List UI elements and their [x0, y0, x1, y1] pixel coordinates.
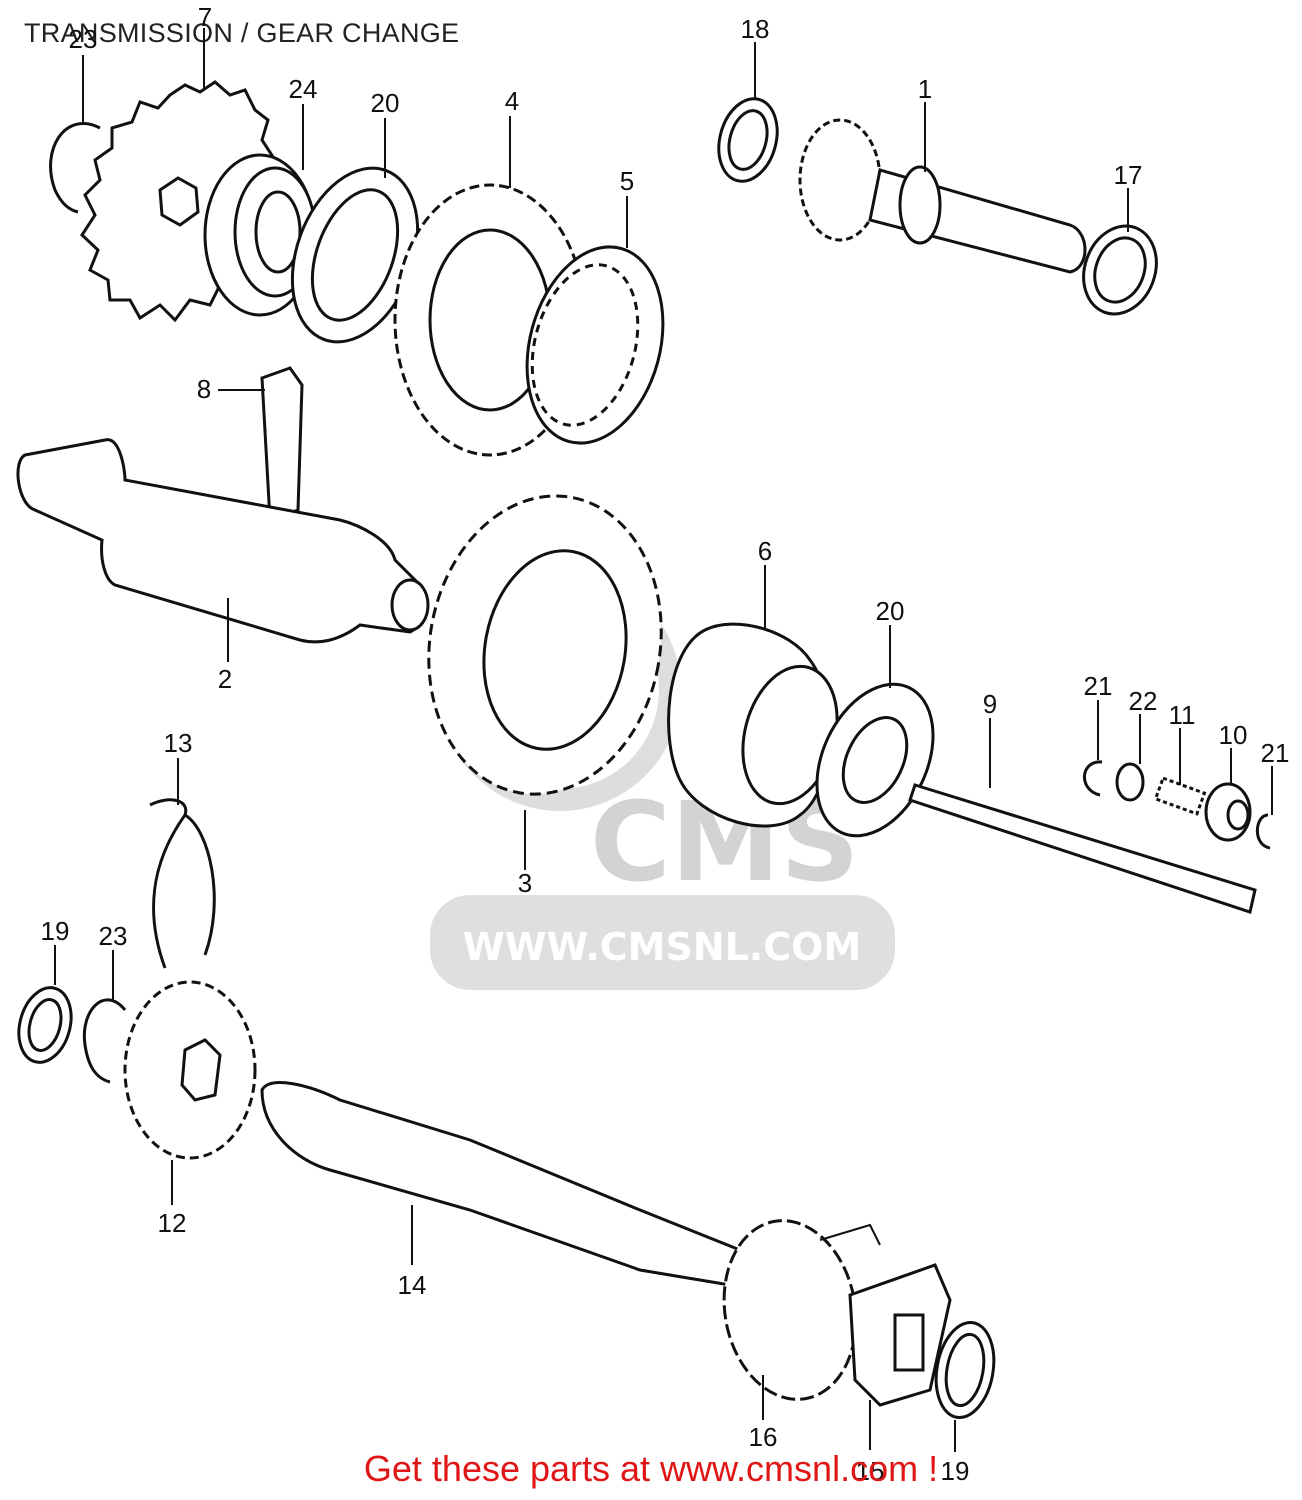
callout-19-right: 19 [941, 1456, 970, 1486]
part-23-circlip-lower [82, 998, 127, 1084]
part-18-washer [717, 97, 779, 183]
callout-22: 22 [1129, 686, 1158, 716]
callout-21-left: 21 [1084, 671, 1113, 701]
callout-15: 15 [856, 1456, 885, 1486]
part-20-washer-middle [815, 682, 935, 838]
part-17-washer [1082, 224, 1158, 316]
part-9-shaft [908, 783, 1257, 914]
callout-24: 24 [289, 74, 318, 104]
part-14-kick-shaft [260, 1081, 742, 1287]
callout-4: 4 [505, 86, 519, 116]
part-12-small-gear [123, 980, 257, 1160]
cms-watermark: CMS WWW.CMSNL.COM [430, 569, 895, 990]
callout-5: 5 [620, 166, 634, 196]
part-19-washer-right [934, 1320, 996, 1420]
callout-23-top: 23 [69, 24, 98, 54]
callout-12: 12 [158, 1208, 187, 1238]
part-21-clip-right [1255, 813, 1271, 850]
callout-labels: 23 7 24 20 4 5 18 1 17 8 2 6 20 9 21 22 … [41, 2, 1290, 1486]
part-10-cap [1204, 782, 1252, 842]
callout-7: 7 [198, 2, 212, 32]
callout-14: 14 [398, 1270, 427, 1300]
part-20-washer-top [290, 166, 420, 344]
callout-20-top: 20 [371, 88, 400, 118]
part-3-large-gear [427, 494, 663, 796]
part-5-bush [525, 245, 665, 445]
part-11-spring [1153, 776, 1207, 816]
callout-17: 17 [1114, 160, 1143, 190]
part-1-main-shaft [798, 118, 1087, 274]
part-23-circlip-top [49, 122, 101, 214]
footer-link-text[interactable]: Get these parts at www.cmsnl.com ! [363, 1448, 939, 1489]
callout-20-middle: 20 [876, 596, 905, 626]
leader-lines [54, 28, 1273, 1452]
watermark-url-text: WWW.CMSNL.COM [463, 925, 862, 969]
part-21-clip-left [1083, 760, 1103, 797]
callout-23-lower: 23 [99, 921, 128, 951]
callout-1: 1 [918, 74, 932, 104]
part-8-pin [260, 366, 304, 523]
callout-16: 16 [749, 1422, 778, 1452]
callout-3: 3 [518, 868, 532, 898]
part-6-bush [667, 622, 839, 828]
callout-18: 18 [741, 14, 770, 44]
part-15-ratchet [848, 1263, 952, 1407]
part-13-spring-clip [149, 798, 216, 969]
part-22-washer-small [1115, 762, 1145, 802]
callout-6: 6 [758, 536, 772, 566]
callout-8: 8 [197, 374, 211, 404]
callout-21-right: 21 [1261, 738, 1290, 768]
diagram-title: TRANSMISSION / GEAR CHANGE [24, 18, 460, 48]
part-19-washer-left [17, 986, 73, 1064]
callout-19-left: 19 [41, 916, 70, 946]
callout-11: 11 [1169, 700, 1196, 730]
part-2-shift-drum [16, 438, 430, 644]
callout-2: 2 [218, 664, 232, 694]
callout-9: 9 [983, 689, 997, 719]
callout-13: 13 [164, 728, 193, 758]
callout-10: 10 [1219, 720, 1248, 750]
